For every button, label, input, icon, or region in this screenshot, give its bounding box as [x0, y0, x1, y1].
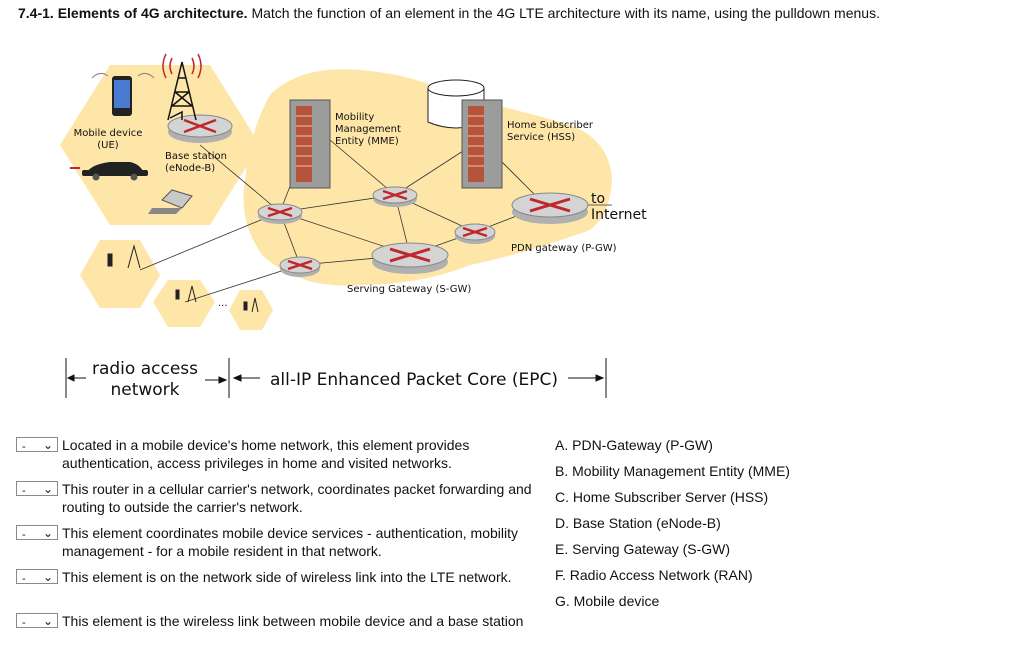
sgw-label: Serving Gateway (S-GW): [347, 284, 471, 295]
mme-server: [289, 99, 331, 189]
chevron-down-icon: ⌄: [42, 438, 53, 452]
router-pgw: [511, 192, 589, 224]
question-text: This element is on the network side of w…: [62, 569, 512, 585]
router-core-right: [454, 223, 496, 244]
answer-select-value: -: [22, 485, 26, 497]
answer-select[interactable]: -⌄: [16, 613, 58, 629]
ran-label-1: radio access: [92, 359, 198, 379]
car-icon: [70, 162, 148, 181]
answer-select[interactable]: -⌄: [16, 437, 58, 453]
ran-hex-small-2: [153, 280, 215, 327]
hss-server: [461, 99, 503, 189]
question-header: 7.4-1. Elements of 4G architecture. Matc…: [18, 5, 880, 21]
chevron-down-icon: ⌄: [42, 526, 53, 540]
ran-hex-main: [60, 65, 260, 225]
router-ran-edge: [257, 203, 303, 224]
laptop-icon: [148, 189, 193, 214]
epc-label: all-IP Enhanced Packet Core (EPC): [270, 370, 558, 390]
answer-option: F. Radio Access Network (RAN): [555, 567, 753, 583]
epc-region: [243, 69, 612, 286]
small-ran-icons: [107, 244, 259, 313]
question-text: This element is the wireless link betwee…: [62, 613, 524, 629]
chevron-down-icon: ⌄: [42, 570, 53, 584]
question-title: Elements of 4G architecture.: [57, 5, 248, 21]
question-text: This element coordinates mobile device s…: [62, 525, 518, 559]
answer-select[interactable]: -⌄: [16, 525, 58, 541]
answer-option: G. Mobile device: [555, 593, 660, 609]
ran-hex-small-3: [229, 290, 273, 330]
router-sgw: [371, 242, 449, 274]
answer-select-value: -: [22, 529, 26, 541]
answer-select-value: -: [22, 617, 26, 629]
question-number: 7.4-1.: [18, 5, 54, 21]
hss-label-1: Home Subscriber: [507, 120, 594, 131]
router-core-top: [372, 186, 418, 207]
question-text: Located in a mobile device's home networ…: [62, 437, 470, 471]
ran-hex-small-1: [80, 240, 160, 308]
router-base-station: [167, 114, 233, 143]
ran-label-2: network: [110, 380, 179, 400]
chevron-down-icon: ⌄: [42, 614, 53, 628]
ellipsis-label: ...: [218, 298, 228, 309]
mme-label-2: Management: [335, 124, 401, 135]
pgw-label: PDN gateway (P-GW): [511, 243, 617, 254]
answer-options-list: A. PDN-Gateway (P-GW) B. Mobility Manage…: [555, 436, 790, 618]
answer-select[interactable]: -⌄: [16, 569, 58, 585]
router-core-bottom: [279, 256, 321, 277]
answer-option: C. Home Subscriber Server (HSS): [555, 489, 769, 505]
span-arrows: [65, 358, 607, 398]
lte-architecture-diagram: Mobile device (UE) Base station (eNode-B…: [60, 53, 647, 400]
answer-select-value: -: [22, 441, 26, 453]
mobile-phone-icon: [91, 72, 155, 116]
answer-option: A. PDN-Gateway (P-GW): [555, 437, 713, 453]
answer-option: E. Serving Gateway (S-GW): [555, 541, 731, 557]
answer-select-value: -: [22, 573, 26, 585]
base-station-abbr: (eNode-B): [165, 163, 215, 174]
mme-label-1: Mobility: [335, 112, 374, 123]
internet-label: Internet: [591, 207, 647, 223]
answer-select[interactable]: -⌄: [16, 481, 58, 497]
answer-option: B. Mobility Management Entity (MME): [555, 463, 790, 479]
hss-label-2: Service (HSS): [507, 132, 575, 143]
mobile-device-label: Mobile device: [74, 128, 143, 139]
to-label: to: [591, 191, 605, 207]
question-instruction: Match the function of an element in the …: [251, 5, 880, 21]
question-text: This router in a cellular carrier's netw…: [62, 481, 532, 515]
cell-tower-icon: [162, 53, 202, 121]
mobile-device-abbr: (UE): [97, 140, 119, 151]
chevron-down-icon: ⌄: [42, 482, 53, 496]
answer-option: D. Base Station (eNode-B): [555, 515, 721, 531]
mme-label-3: Entity (MME): [335, 136, 399, 147]
base-station-label: Base station: [165, 151, 227, 162]
